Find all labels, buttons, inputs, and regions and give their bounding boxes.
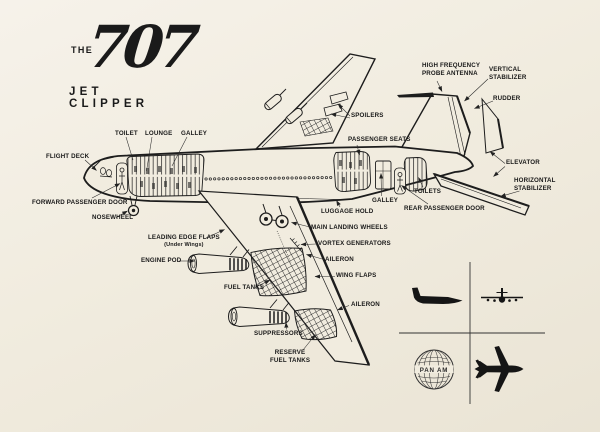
crosshair [399, 262, 545, 404]
landing-gear [127, 195, 289, 229]
callout-passenger-seats: PASSENGER SEATS [348, 136, 411, 143]
title-the: THE [71, 45, 94, 55]
callout-main-landing-wheels: MAIN LANDING WHEELS [311, 224, 388, 231]
callout-horizontal-stabilizer: HORIZONTAL STABILIZER [514, 177, 556, 193]
spoiler-panel [323, 103, 343, 117]
callout-line: HIGH FREQUENCY [422, 62, 481, 69]
title-707: 707 [84, 13, 198, 81]
rear-toilets-cutaway [403, 157, 428, 192]
side-view-silhouette [412, 287, 463, 304]
callout-reserve-fuel-tanks: RESERVE FUEL TANKS [270, 349, 310, 365]
callout-vortex-generators: VORTEX GENERATORS [318, 240, 391, 247]
callout-line: (Under Wings) [164, 242, 204, 249]
callout-rear-passenger-door: REAR PASSENGER DOOR [404, 205, 485, 212]
callout-elevator: ELEVATOR [506, 159, 540, 166]
callout-line: LEADING EDGE FLAPS [148, 234, 220, 241]
callout-line: PROBE ANTENNA [422, 70, 478, 78]
callout-forward-passenger-door: FORWARD PASSENGER DOOR [32, 199, 128, 206]
far-engine-pods [264, 88, 308, 125]
engine-pod-1 [187, 246, 250, 275]
callout-wing-flaps: WING FLAPS [336, 272, 377, 279]
callout-line: HORIZONTAL [514, 177, 556, 184]
callout-nosewheel: NOSEWHEEL [92, 214, 134, 221]
callout-luggage-hold: LUGGAGE HOLD [321, 208, 374, 215]
flight-deck-detail [99, 167, 113, 178]
panam-globe-logo: PAN AM [414, 349, 454, 390]
horizontal-stabilizer [432, 172, 530, 216]
callout-line: STABILIZER [514, 185, 552, 193]
callout-line: FUEL TANKS [270, 357, 311, 365]
rear-door [394, 167, 406, 195]
callout-aileron-inboard: AILERON [325, 256, 354, 263]
front-cabin-cutaway [126, 153, 205, 197]
callout-high-frequency-probe-antenna: HIGH FREQUENCY PROBE ANTENNA [422, 62, 480, 78]
callout-toilets: TOILETS [414, 188, 442, 195]
title-jet-clipper: JET CLIPPER [69, 86, 149, 110]
callout-galley-forward: GALLEY [181, 130, 207, 137]
callout-suppressors: SUPPRESSORS [254, 330, 303, 337]
rear-galley [375, 160, 392, 190]
callout-toilet: TOILET [115, 130, 138, 137]
cockpit-windows [92, 156, 115, 169]
callout-vertical-stabilizer: VERTICAL STABILIZER [489, 66, 526, 82]
callout-line: STABILIZER [489, 74, 527, 82]
suppressor-stripes [269, 311, 287, 324]
rear-cabin-cutaway [333, 151, 371, 192]
callout-leading-edge-flaps: LEADING EDGE FLAPS (Under Wings) [148, 234, 220, 249]
callout-line: VERTICAL [489, 66, 522, 73]
forward-door [116, 162, 128, 195]
callout-flight-deck: FLIGHT DECK [46, 153, 90, 160]
callout-rudder: RUDDER [493, 95, 521, 102]
callout-fuel-tanks: FUEL TANKS [224, 284, 265, 291]
front-view-silhouette [481, 288, 523, 303]
fuselage [83, 145, 475, 204]
callout-galley-rear: GALLEY [372, 197, 398, 204]
far-wing [254, 53, 377, 150]
plan-view-silhouette [474, 346, 524, 392]
callout-spoilers: SPOILERS [351, 112, 384, 119]
callout-line: RESERVE [274, 349, 306, 356]
hf-probe-antenna-shape [397, 92, 434, 98]
reserve-fuel-tanks-hatch [293, 308, 338, 341]
suppressor-stripes [229, 258, 247, 271]
callout-lounge: LOUNGE [145, 130, 173, 137]
flap-hinge-line [289, 205, 353, 343]
engine-pod-2 [227, 299, 290, 328]
panam-logo-text: PAN AM [420, 367, 449, 374]
leader-lines [84, 78, 520, 351]
spoiler-panel [329, 91, 349, 105]
callout-engine-pod: ENGINE POD [141, 257, 182, 264]
callout-aileron-outboard: AILERON [351, 301, 380, 308]
